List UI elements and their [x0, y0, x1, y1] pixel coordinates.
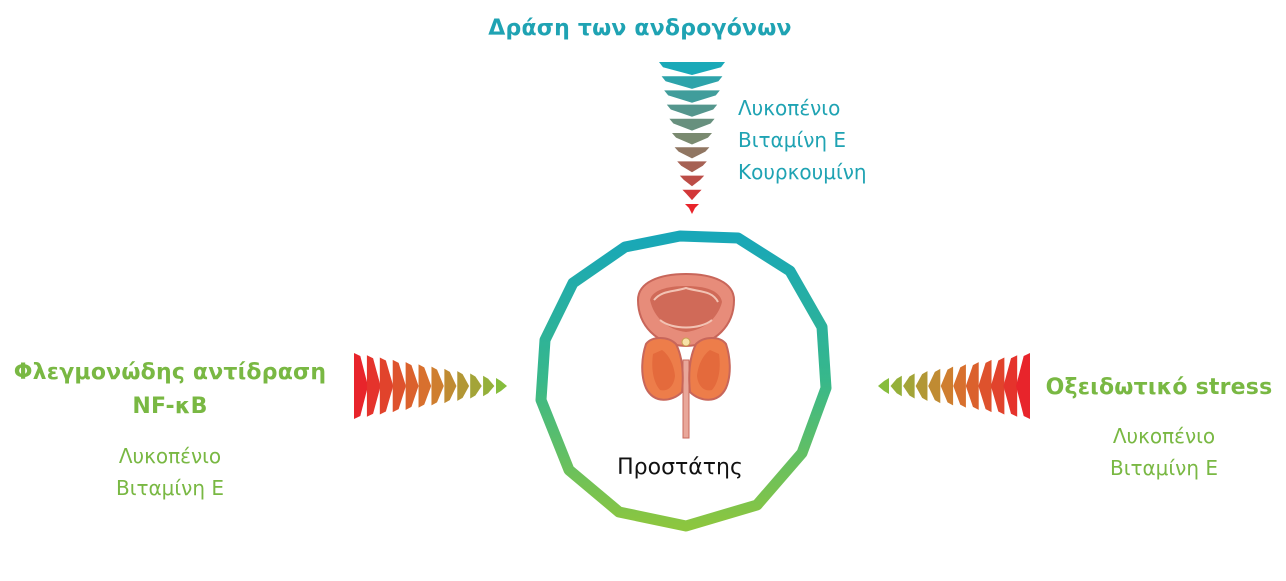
chevron-icon: [672, 133, 712, 145]
list-item: Βιταμίνη Ε: [1109, 456, 1219, 480]
chevron-icon: [679, 175, 705, 187]
chevron-icon: [1003, 355, 1018, 417]
chevron-icon: [354, 353, 368, 419]
list-item: Λυκοπένιο: [118, 444, 222, 468]
chevron-icon: [392, 359, 406, 413]
top-chevron-stack-icon: [659, 62, 725, 214]
chevron-icon: [978, 359, 992, 413]
chevron-icon: [878, 378, 889, 394]
inflammatory-response-title: Φλεγμονώδης αντίδραση NF-κB: [0, 356, 340, 424]
oxidative-stress-title: Οξειδωτικό stress: [1045, 375, 1273, 400]
list-item: Βιταμίνη Ε: [115, 476, 225, 500]
chevron-icon: [1016, 353, 1030, 419]
chevron-icon: [659, 62, 725, 75]
chevron-icon: [903, 373, 915, 399]
chevron-icon: [379, 357, 394, 415]
androgen-action-title: Δράση των ανδρογόνων: [488, 16, 792, 41]
chevron-icon: [661, 76, 723, 89]
chevron-icon: [483, 375, 495, 397]
list-item: Βιταμίνη Ε: [738, 128, 847, 152]
right-chevron-stack-icon: [878, 353, 1030, 419]
title-line: Φλεγμονώδης αντίδραση: [13, 360, 327, 385]
right-supplement-list: Λυκοπένιο Βιταμίνη Ε: [1064, 420, 1264, 484]
prostate-icon: [636, 272, 736, 439]
chevron-icon: [940, 366, 954, 406]
chevron-icon: [470, 373, 482, 399]
chevron-icon: [669, 118, 715, 131]
list-item: Λυκοπένιο: [1112, 424, 1216, 448]
chevron-icon: [928, 368, 941, 404]
chevron-icon: [664, 90, 720, 103]
left-supplement-list: Λυκοπένιο Βιταμίνη Ε: [70, 440, 270, 504]
chevron-icon: [890, 375, 902, 397]
chevron-icon: [685, 204, 699, 214]
chevron-icon: [366, 355, 381, 417]
chevron-icon: [915, 371, 928, 401]
left-chevron-stack-icon: [354, 353, 507, 419]
list-item: Κουρκουμίνη: [738, 160, 867, 184]
chevron-icon: [965, 362, 979, 410]
center-ring: [535, 230, 832, 532]
chevron-icon: [674, 147, 710, 159]
top-supplement-list: Λυκοπένιο Βιταμίνη Ε Κουρκουμίνη: [738, 92, 867, 188]
chevron-icon: [677, 161, 707, 173]
title-line: NF-κB: [132, 394, 208, 419]
chevron-icon: [990, 357, 1005, 415]
chevron-icon: [682, 189, 702, 201]
chevron-icon: [418, 364, 432, 408]
chevron-icon: [405, 362, 419, 410]
prostate-label: Προστάτης: [617, 455, 743, 480]
chevron-icon: [953, 364, 966, 408]
list-item: Λυκοπένιο: [738, 96, 841, 120]
chevron-icon: [457, 371, 470, 401]
chevron-icon: [666, 104, 718, 117]
chevron-icon: [496, 378, 507, 394]
chevron-icon: [444, 368, 457, 404]
chevron-icon: [431, 366, 444, 406]
